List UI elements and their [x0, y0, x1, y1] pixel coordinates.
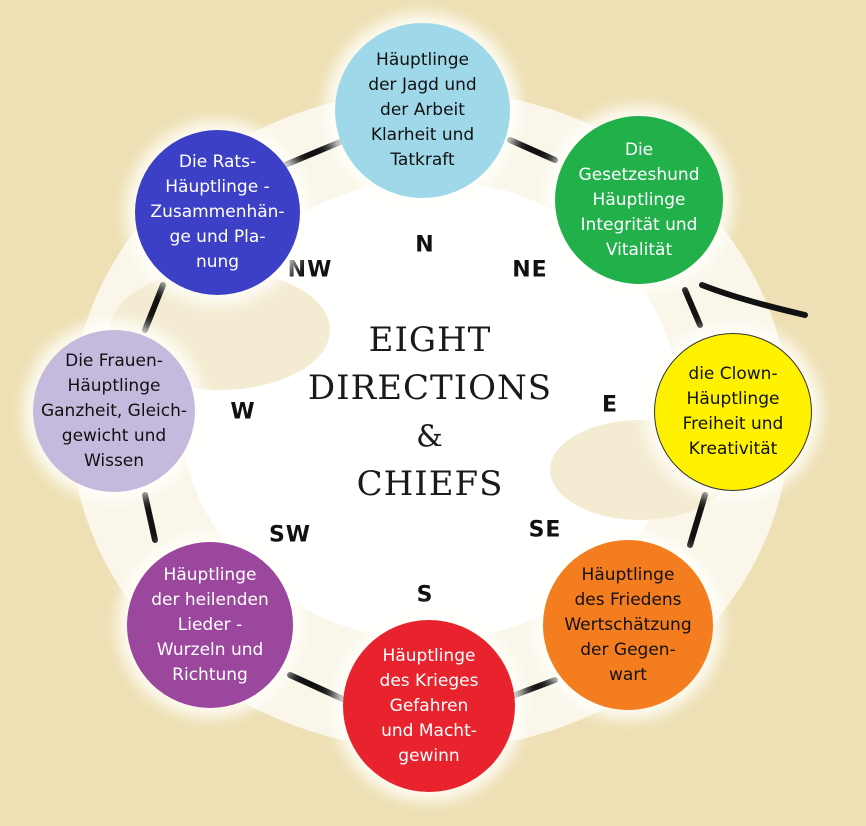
chief-text-northwest: Die Rats- Häuptlinge - Zusammenhän- ge u…	[150, 152, 285, 272]
chief-text-south: Häuptlinge des Krieges Gefahren und Mach…	[379, 645, 479, 766]
direction-se: SE	[528, 517, 562, 543]
chief-circle-southeast: Häuptlinge des Friedens Wertschätzung de…	[543, 540, 713, 710]
direction-ne: NE	[512, 257, 548, 283]
title-line-4: CHIEFS	[356, 464, 504, 504]
chief-circle-southwest: Häuptlinge der heilenden Lieder - Wurzel…	[127, 542, 293, 708]
chief-circle-south: Häuptlinge des Krieges Gefahren und Mach…	[343, 620, 515, 792]
title-line-1: EIGHT	[368, 320, 492, 360]
connector-se-s	[512, 677, 558, 698]
chief-text-southeast: Häuptlinge des Friedens Wertschätzung de…	[564, 564, 692, 685]
chief-text-northeast: Die Gesetzeshund Häuptlinge Integrität u…	[578, 139, 700, 260]
chief-circle-northeast: Die Gesetzeshund Häuptlinge Integrität u…	[555, 116, 723, 284]
direction-e: E	[601, 392, 619, 418]
chief-text-east: die Clown- Häuptlinge Freiheit und Kreat…	[682, 364, 784, 459]
title-line-3: &	[416, 419, 444, 455]
direction-w: W	[230, 399, 256, 425]
connector-n-ne	[507, 137, 558, 163]
chief-text-north: Häuptlinge der Jagd und der Arbeit Klarh…	[368, 50, 477, 170]
direction-nw: NW	[287, 257, 333, 283]
chief-circle-east: die Clown- Häuptlinge Freiheit und Kreat…	[654, 333, 812, 491]
direction-n: N	[415, 232, 435, 258]
connector-nw-n	[282, 137, 348, 168]
connector-sw-w	[142, 492, 158, 543]
connector-s-sw	[287, 672, 348, 703]
chief-circle-north: Häuptlinge der Jagd und der Arbeit Klarh…	[335, 23, 510, 198]
connector-stroke-extra	[699, 282, 808, 318]
connector-e-se	[687, 492, 708, 548]
chief-text-southwest: Häuptlinge der heilenden Lieder - Wurzel…	[151, 564, 269, 685]
connector-ne-e	[682, 287, 703, 328]
title-line-2: DIRECTIONS	[307, 368, 553, 408]
direction-sw: SW	[268, 522, 312, 548]
direction-s: S	[416, 582, 434, 608]
connector-lines	[142, 137, 808, 703]
chief-circle-west: Die Frauen- Häuptlinge Ganzheit, Gleich-…	[33, 330, 195, 492]
chief-circle-northwest: Die Rats- Häuptlinge - Zusammenhän- ge u…	[135, 130, 300, 295]
connector-w-nw	[142, 282, 166, 333]
chief-text-west: Die Frauen- Häuptlinge Ganzheit, Gleich-…	[40, 350, 188, 471]
